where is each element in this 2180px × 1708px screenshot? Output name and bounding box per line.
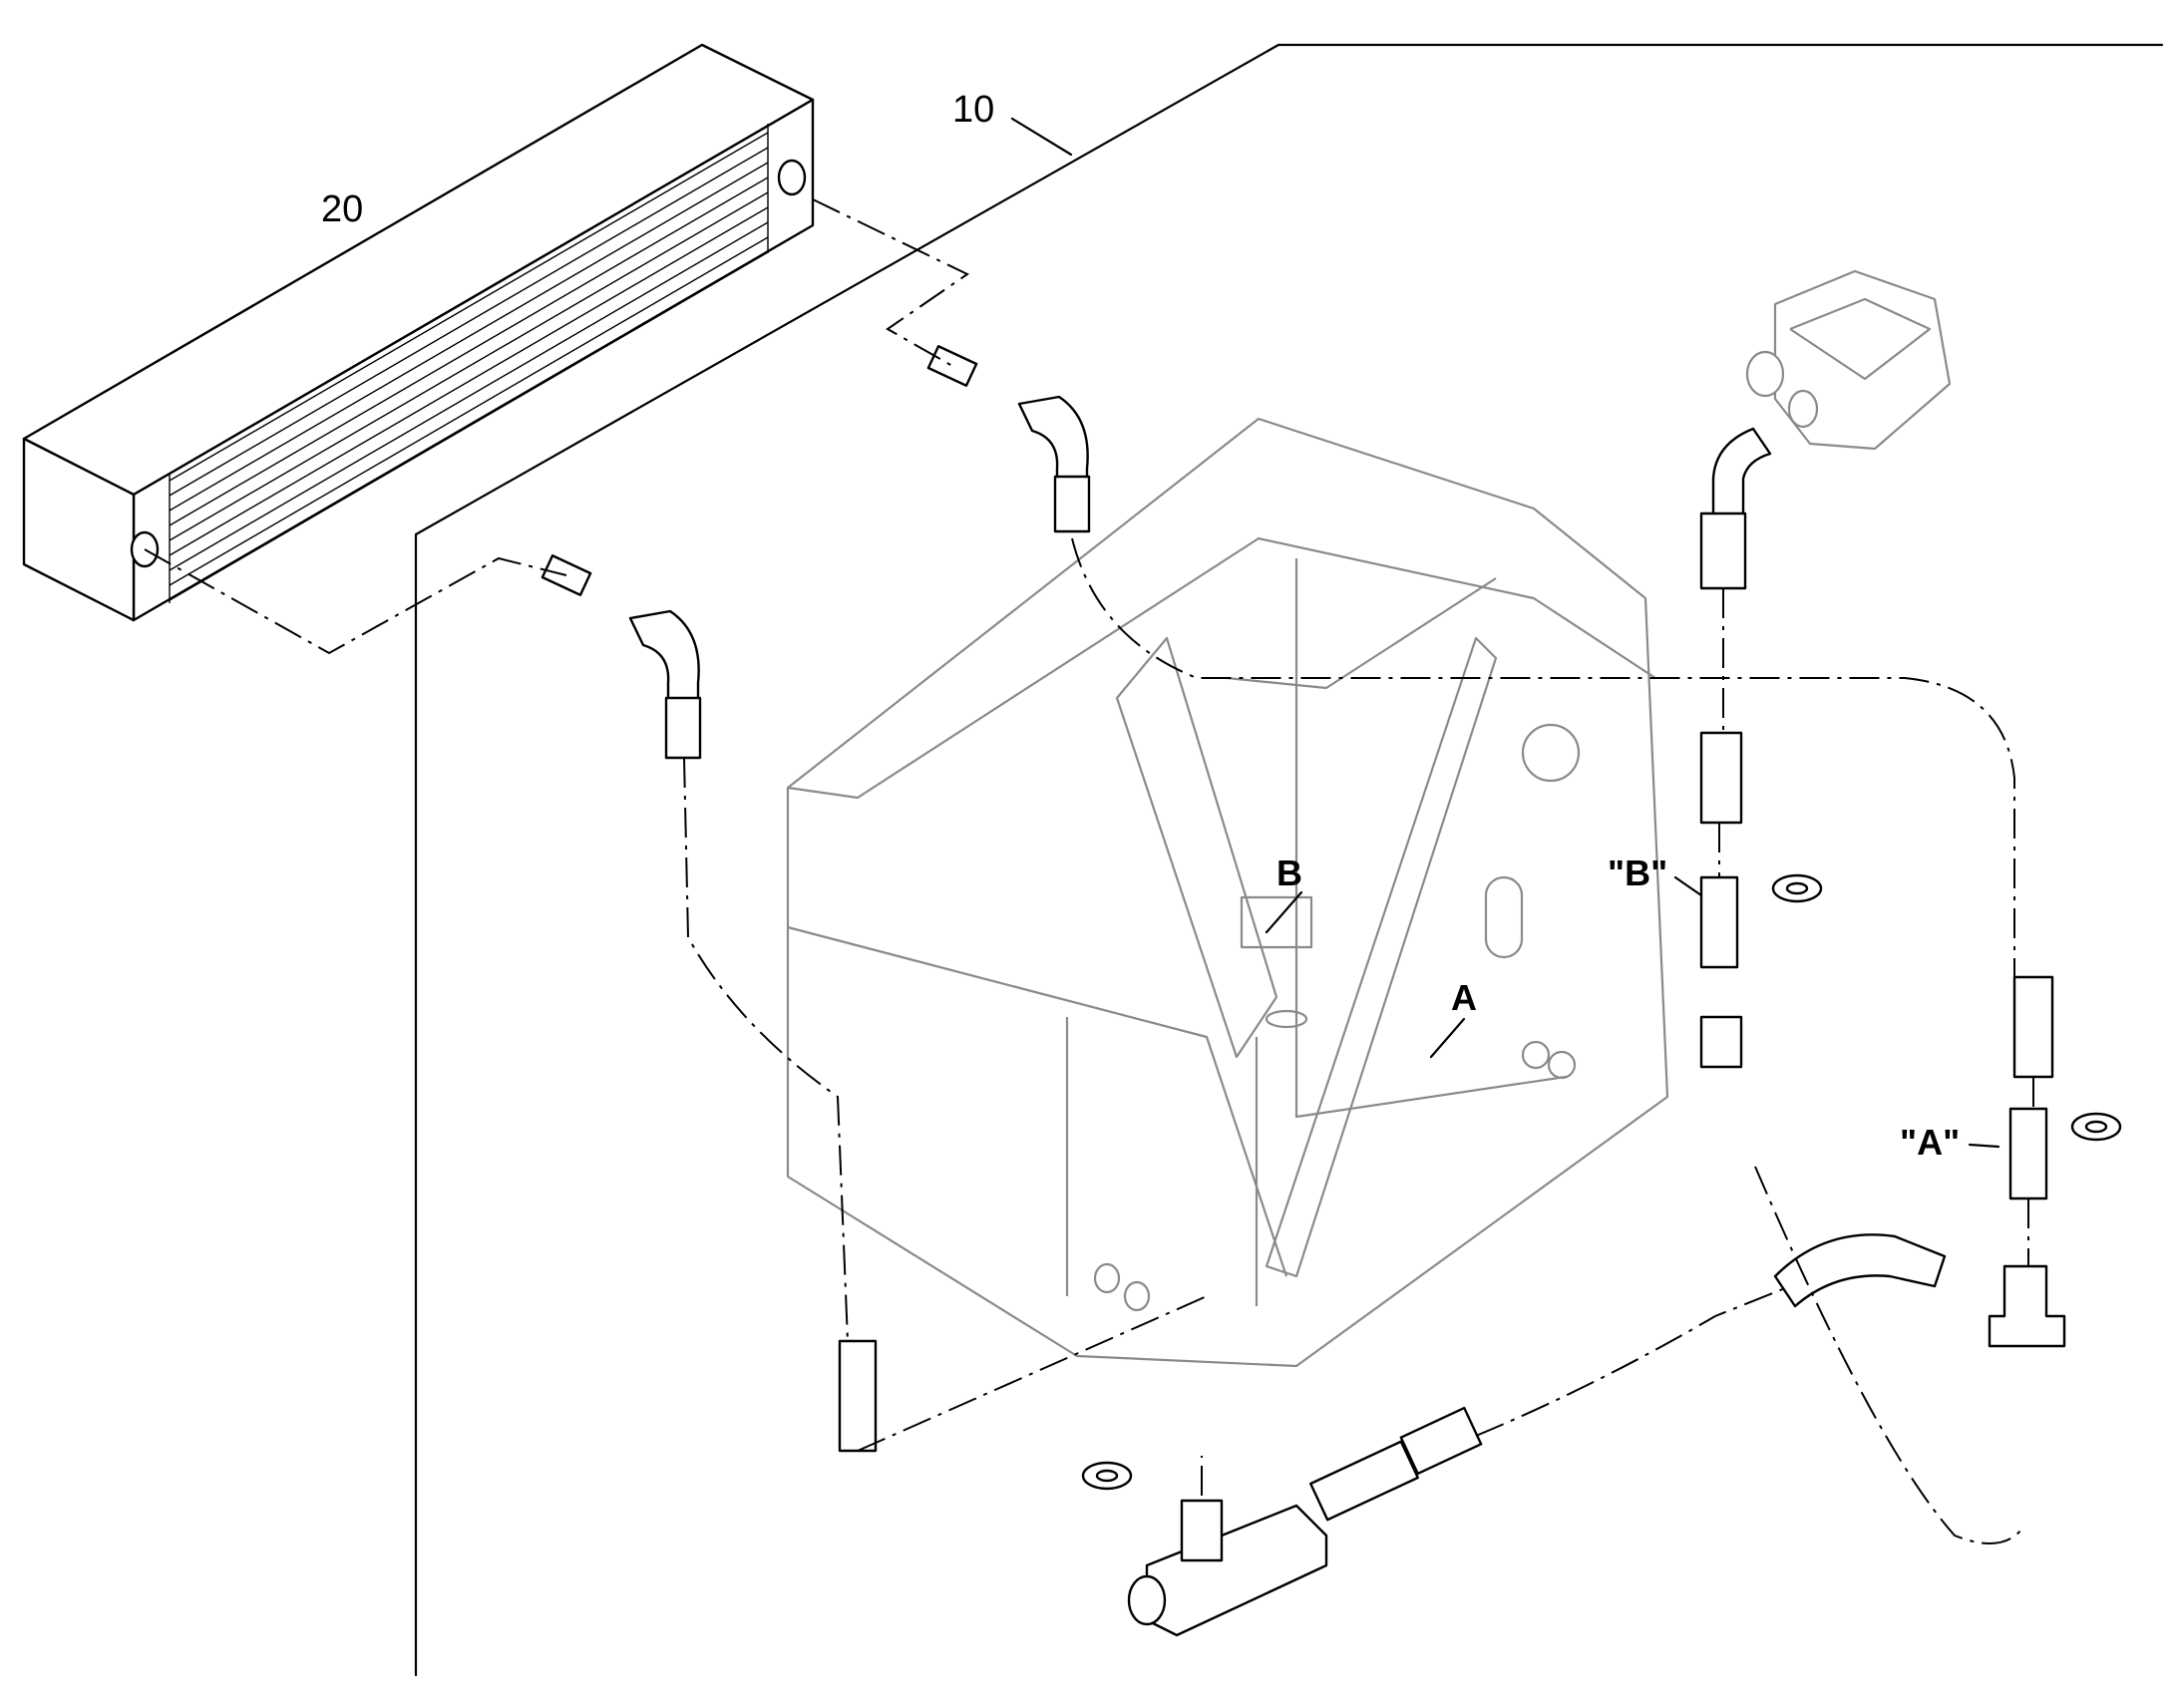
seal-washer-icon <box>1081 873 2122 1491</box>
right-fittings <box>838 427 2066 1522</box>
point-label-b: B <box>1276 853 1302 893</box>
assembly-lines <box>144 198 2034 1544</box>
valve-block-icon <box>1127 1499 1328 1637</box>
point-label-a: A <box>1451 977 1477 1018</box>
callout-20: 20 <box>321 188 363 230</box>
chassis-frame-icon <box>786 417 1669 1368</box>
detail-label-a: "A" <box>1900 1122 1960 1163</box>
part-10-boundary <box>414 43 2164 1677</box>
hose-icon <box>628 395 1091 760</box>
hydraulic-pump-icon <box>1745 269 1952 451</box>
callout-10: 10 <box>952 89 994 131</box>
oil-cooler-icon <box>22 43 815 622</box>
detail-label-b: "B" <box>1608 853 1667 893</box>
fitting-icon <box>541 345 978 596</box>
callout-leaders <box>1265 875 2000 1149</box>
